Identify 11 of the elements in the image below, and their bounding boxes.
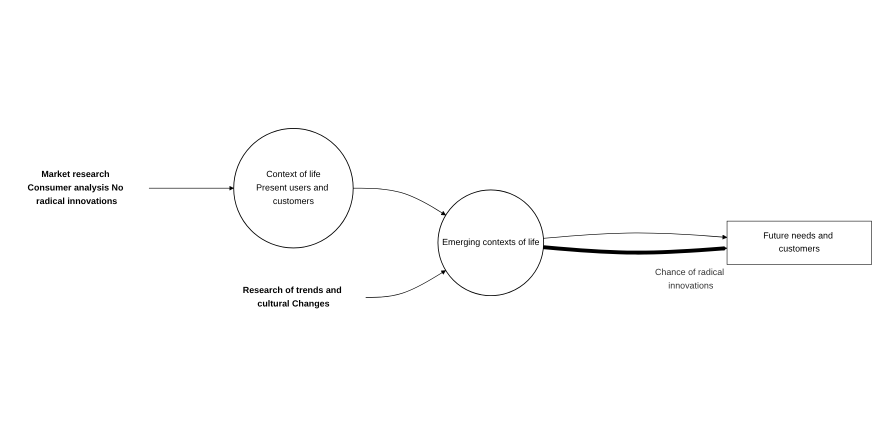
node-box: Future needs and customers: [726, 221, 872, 265]
edge-label: Chance of radical innovations: [654, 268, 724, 291]
node-text: Market research Consumer analysis No radical innovations: [28, 170, 124, 206]
node-circle: Emerging contexts of life: [438, 190, 544, 296]
arrow: [365, 270, 446, 298]
arrow: [543, 232, 728, 240]
arrow: [148, 186, 234, 191]
arrow: [352, 188, 446, 216]
node-circle: Context of life Present users and customers: [233, 128, 354, 249]
arrow: [543, 246, 728, 255]
node-text: Research of trends and cultural Changes: [242, 286, 342, 309]
